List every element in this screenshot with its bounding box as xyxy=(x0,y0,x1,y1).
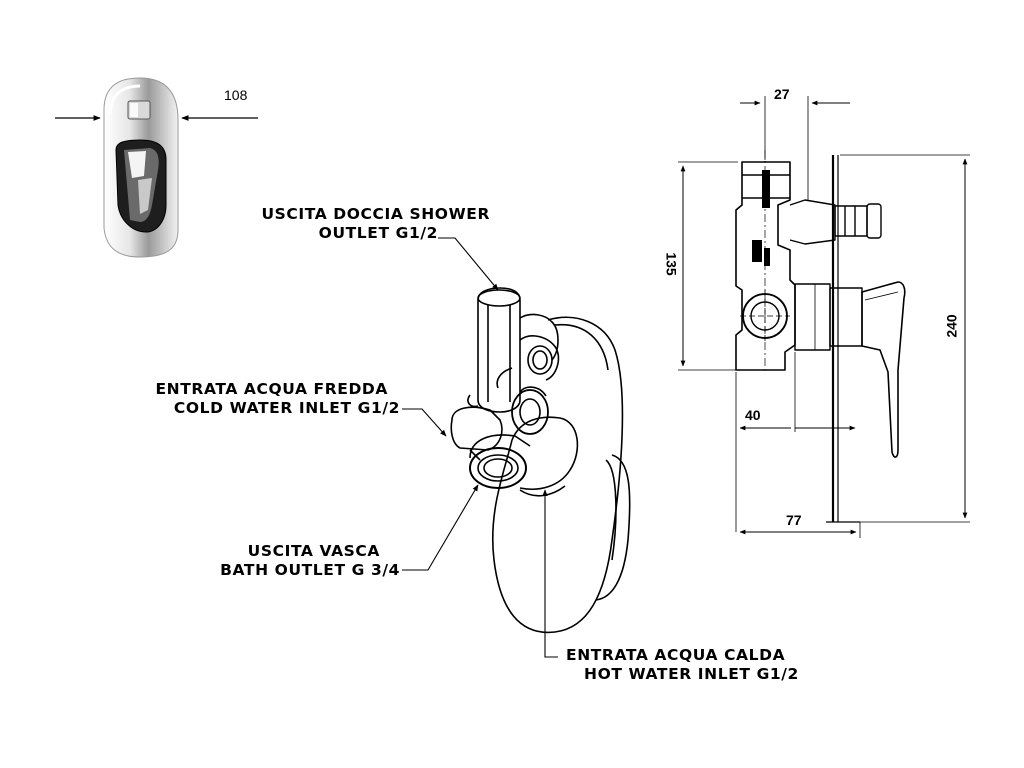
label-shower-outlet-line1: USCITA DOCCIA SHOWER xyxy=(261,205,490,223)
side-dimensions xyxy=(678,96,970,538)
label-cold-inlet: ENTRATA ACQUA FREDDA COLD WATER INLET G1… xyxy=(118,380,400,418)
label-shower-outlet-line2: OUTLET G1/2 xyxy=(318,224,438,242)
label-bath-outlet-line2: BATH OUTLET G 3/4 xyxy=(220,561,400,579)
dim-front-width: 108 xyxy=(224,87,248,103)
dim-side-top: 27 xyxy=(774,86,790,102)
label-bath-outlet-line1: USCITA VASCA xyxy=(247,542,380,560)
dim-side-body-height: 135 xyxy=(663,252,680,276)
dim-side-depth-total: 77 xyxy=(786,512,802,528)
bath-outlet-ring xyxy=(469,447,527,489)
label-bath-outlet: USCITA VASCA BATH OUTLET G 3/4 xyxy=(196,542,400,580)
isometric-body xyxy=(450,287,631,634)
dim-side-depth-inner: 40 xyxy=(745,407,761,423)
label-cold-inlet-line2: COLD WATER INLET G1/2 xyxy=(173,399,400,417)
label-hot-inlet-line1: ENTRATA ACQUA CALDA xyxy=(566,646,786,664)
front-view xyxy=(55,77,258,258)
dim-side-total-height: 240 xyxy=(943,314,960,338)
label-hot-inlet-line2: HOT WATER INLET G1/2 xyxy=(584,665,799,683)
label-shower-outlet: USCITA DOCCIA SHOWER OUTLET G1/2 xyxy=(222,205,490,243)
label-hot-inlet: ENTRATA ACQUA CALDA HOT WATER INLET G1/2 xyxy=(566,646,799,684)
label-cold-inlet-line1: ENTRATA ACQUA FREDDA xyxy=(155,380,388,398)
side-view xyxy=(735,150,906,523)
side-boss xyxy=(511,389,549,435)
callout-leaders xyxy=(402,237,558,658)
